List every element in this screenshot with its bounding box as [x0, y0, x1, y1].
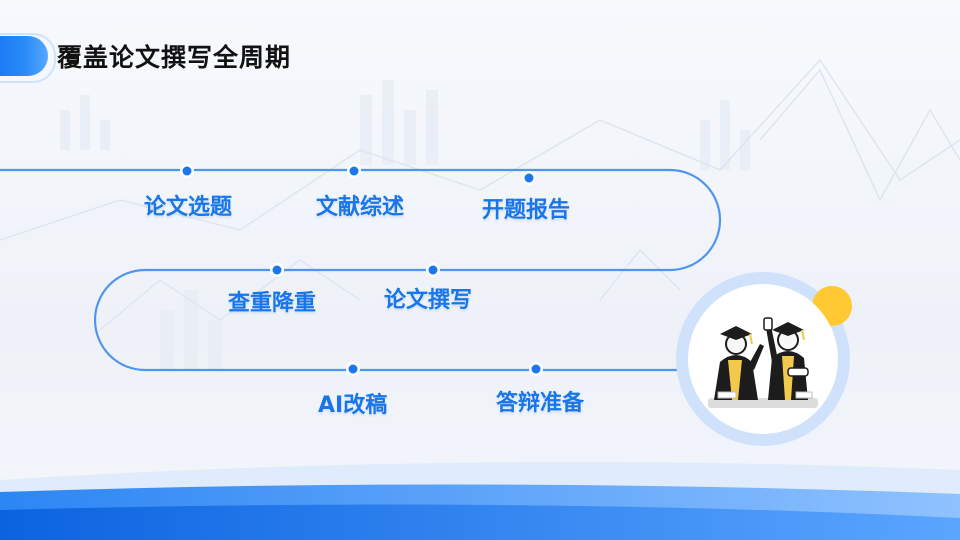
- timeline-node: [272, 265, 282, 275]
- step-label-plagiarism-check: 查重降重: [228, 291, 317, 316]
- step-label-defense-prep: 答辩准备: [496, 391, 585, 416]
- title-accent-ring: [0, 33, 56, 83]
- step-label-literature-review: 文献综述: [316, 195, 405, 220]
- step-label-proposal: 开题报告: [482, 198, 571, 223]
- timeline-node: [531, 364, 541, 374]
- illustration-container: [688, 284, 838, 434]
- timeline-node: [182, 166, 192, 176]
- step-label-writing: 论文撰写: [384, 288, 473, 313]
- title-accent-bar: [0, 36, 48, 76]
- step-label-topic: 论文选题: [144, 195, 233, 220]
- bottom-wave-decoration: [0, 462, 960, 540]
- timeline-node: [524, 173, 534, 183]
- timeline-nodes: [180, 164, 543, 376]
- timeline-node: [348, 364, 358, 374]
- page-title: 覆盖论文撰写全周期: [57, 43, 292, 72]
- timeline-node: [428, 265, 438, 275]
- graduates-celebrating-icon: [708, 317, 818, 408]
- step-label-ai-revision: AI改稿: [318, 393, 388, 418]
- timeline-node: [349, 166, 359, 176]
